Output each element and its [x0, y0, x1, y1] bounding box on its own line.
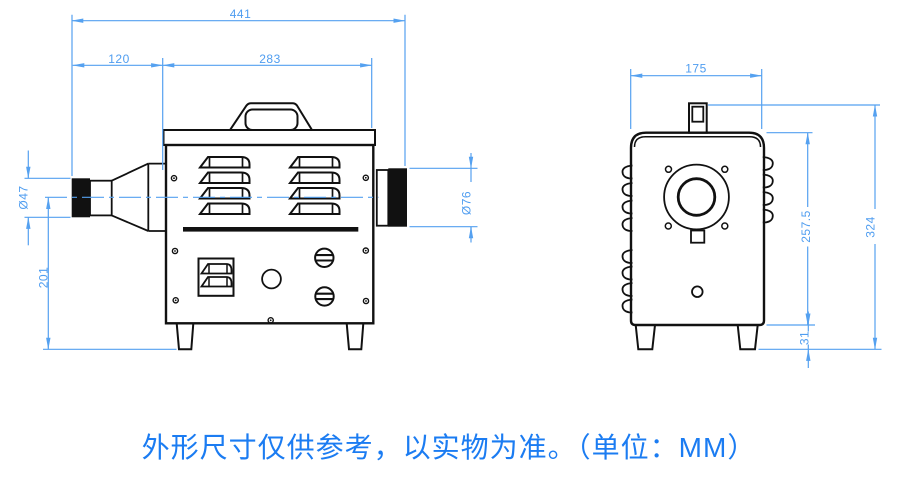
dim-foot-height: 31: [798, 331, 812, 345]
flange-screw-holes: [664, 165, 729, 230]
front-lid-line: [633, 136, 762, 148]
dim-centerline-height: 201: [37, 267, 51, 289]
front-small-hole: [691, 285, 704, 298]
dimension-labels: 441 120 283 Ø47 201 Ø76 175 257.5 324 31: [17, 7, 878, 345]
flange-bore: [676, 177, 717, 217]
slot-screw-top: [314, 247, 335, 269]
handle: [229, 102, 313, 131]
dim-nozzle-diameter: Ø47: [17, 185, 31, 209]
front-view: [621, 102, 774, 351]
panel-knob: [261, 268, 282, 290]
lower-vent-box: [197, 257, 235, 297]
nozzle: [71, 162, 166, 232]
flange-outer: [663, 163, 730, 231]
handle-opening: [244, 108, 299, 131]
front-foot-right: [736, 324, 759, 351]
dim-front-width: 175: [685, 62, 707, 76]
front-body: [629, 131, 766, 327]
front-foot-left: [634, 324, 657, 351]
side-foot-right: [345, 322, 365, 351]
dim-overall-length: 441: [230, 7, 252, 21]
dim-nozzle-section-length: 120: [108, 52, 130, 66]
handle-end: [688, 102, 708, 134]
slot-screw-bottom: [314, 286, 335, 307]
dim-outlet-diameter: Ø76: [460, 191, 474, 215]
separator-bar: [183, 227, 359, 232]
dimension-lines: [24, 14, 882, 368]
handle-end-inner: [691, 105, 705, 123]
outlet-duct: [375, 168, 407, 227]
caption-text: 外形尺寸仅供参考，以实物为准。（单位：MM）: [142, 432, 757, 463]
dim-overall-height: 324: [864, 216, 878, 238]
side-foot-left: [175, 322, 195, 351]
side-body: [164, 143, 375, 325]
flange-lower-tab: [690, 229, 706, 244]
side-view: [71, 102, 407, 351]
dim-body-length: 283: [259, 52, 281, 66]
vent-louvers: [199, 156, 341, 215]
side-lid-band: [162, 129, 376, 146]
dim-body-height: 257.5: [799, 210, 813, 243]
